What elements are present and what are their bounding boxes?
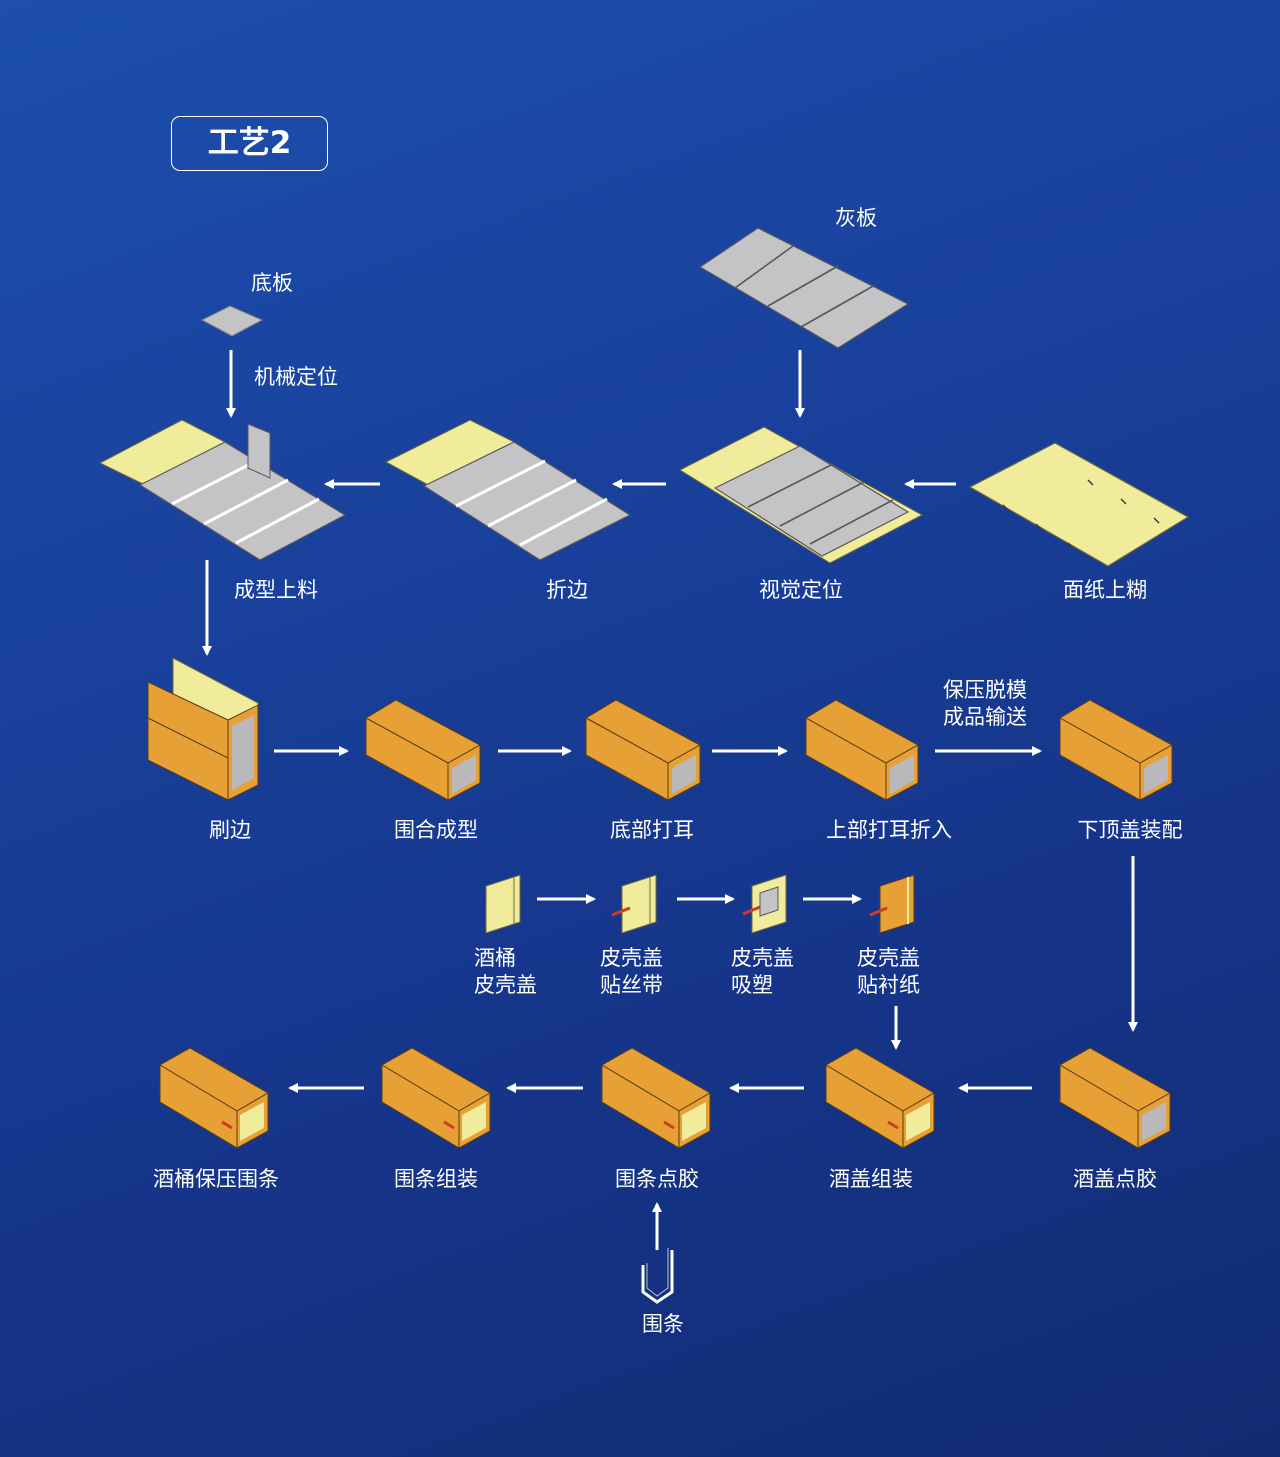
press-demold-label-2: 成品输送 bbox=[943, 705, 1027, 729]
strip-assembly-box bbox=[381, 1047, 491, 1149]
barrel-press-strip-label: 酒桶保压围条 bbox=[153, 1167, 279, 1191]
strip-glue-box bbox=[601, 1047, 711, 1149]
brush-edge-box bbox=[147, 657, 259, 801]
shell-lid-lining-label-1: 皮壳盖 bbox=[857, 946, 920, 970]
lid-glue-box bbox=[1059, 1047, 1172, 1149]
wrap-forming-label: 围合成型 bbox=[394, 818, 478, 842]
shell-lid-blister-label-1: 皮壳盖 bbox=[731, 946, 794, 970]
visual-positioning-label: 视觉定位 bbox=[759, 578, 843, 602]
flow-arrows bbox=[202, 350, 1138, 1250]
press-demold-label-1: 保压脱模 bbox=[943, 678, 1027, 702]
wrap-forming-box bbox=[364, 699, 482, 801]
lower-lid-assembly-label: 下顶盖装配 bbox=[1077, 818, 1183, 842]
strip-assembly-label: 围条组装 bbox=[394, 1167, 478, 1191]
shell-lid-blister-card bbox=[742, 874, 787, 934]
strip-material-label: 围条 bbox=[642, 1312, 684, 1336]
lid-assembly-box bbox=[825, 1047, 935, 1149]
shell-lid-blister-label-2: 吸塑 bbox=[731, 973, 773, 997]
barrel-press-strip-box bbox=[159, 1047, 269, 1149]
shell-lid-tape-label-1: 皮壳盖 bbox=[600, 946, 663, 970]
lower-lid-assembly-box bbox=[1059, 699, 1174, 801]
top-ear-fold-label: 上部打耳折入 bbox=[826, 818, 952, 842]
visual-positioning-sheet bbox=[678, 426, 924, 564]
barrel-shell-lid-card bbox=[485, 874, 521, 934]
bottom-ear-label: 底部打耳 bbox=[610, 818, 694, 842]
base-board-label: 底板 bbox=[251, 271, 293, 295]
barrel-shell-lid-label-1: 酒桶 bbox=[474, 946, 516, 970]
shell-lid-tape-label-2: 贴丝带 bbox=[600, 973, 663, 997]
gray-board-sheet bbox=[698, 227, 910, 349]
strip-glue-label: 围条点胶 bbox=[615, 1167, 699, 1191]
face-paper-glued-sheet bbox=[968, 442, 1190, 567]
shell-lid-lining-card bbox=[869, 874, 915, 934]
forming-feed-sheet bbox=[98, 419, 347, 561]
gray-board-label: 灰板 bbox=[835, 206, 877, 230]
shell-lid-tape-card bbox=[611, 874, 657, 934]
bottom-ear-box bbox=[584, 699, 702, 801]
base-board-sheet bbox=[200, 305, 264, 337]
fold-edge-label: 折边 bbox=[546, 578, 588, 602]
brush-edge-label: 刷边 bbox=[209, 818, 251, 842]
fold-edge-sheet bbox=[384, 419, 632, 561]
mechanical-positioning-label: 机械定位 bbox=[254, 365, 338, 389]
barrel-shell-lid-label-2: 皮壳盖 bbox=[474, 973, 537, 997]
top-ear-fold-box bbox=[805, 699, 920, 801]
shell-lid-lining-label-2: 贴衬纸 bbox=[857, 973, 920, 997]
strip-material-shape bbox=[641, 1248, 674, 1304]
process-title-badge: 工艺2 bbox=[171, 116, 328, 171]
face-paper-glue-label: 面纸上糊 bbox=[1063, 578, 1147, 602]
lid-glue-label: 酒盖点胶 bbox=[1073, 1167, 1157, 1191]
forming-feed-label: 成型上料 bbox=[234, 578, 318, 602]
lid-assembly-label: 酒盖组装 bbox=[829, 1167, 913, 1191]
